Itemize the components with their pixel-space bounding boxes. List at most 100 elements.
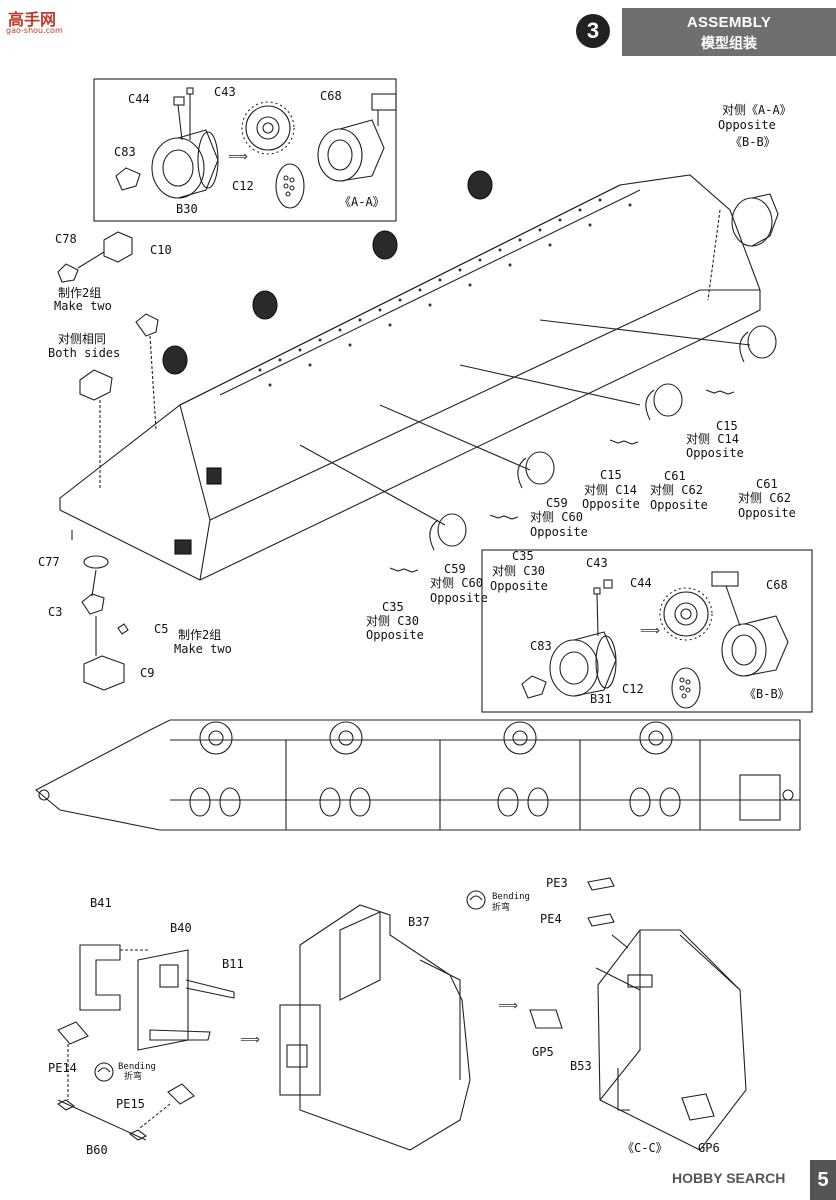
frame-b53 — [595, 929, 747, 1151]
step-number-badge: 3 — [576, 14, 610, 48]
bending-label-right-cn: 折弯 — [492, 903, 511, 913]
part-c44 — [173, 96, 185, 106]
inset-aa-frame — [93, 78, 397, 222]
link-chains — [389, 389, 735, 573]
note-opposite-aa-cn: 对侧《A-A》 — [722, 103, 792, 117]
site-url: gao-shou.com — [6, 26, 63, 35]
label-c9: C9 — [140, 666, 155, 680]
callout-c15-mid: C15 — [600, 468, 622, 482]
callout-c35-left-opp: 对侧 C30 — [366, 614, 419, 628]
label-c43: C43 — [214, 85, 236, 99]
callout-c15-right: C15 — [716, 419, 738, 433]
label-c3: C3 — [48, 605, 63, 619]
svg-text:⟹: ⟹ — [498, 998, 518, 1014]
callout-c59-left: C59 — [444, 562, 466, 576]
note-both-sides-en: Both sides — [48, 346, 121, 360]
header-title-en: ASSEMBLY — [686, 14, 772, 31]
callout-c59-left-opp: 对侧 C60 — [430, 576, 483, 590]
torsion-arms — [162, 170, 493, 555]
label-c44: C44 — [128, 92, 150, 106]
label-c10: C10 — [150, 243, 172, 257]
page-number: 5 — [810, 1160, 836, 1200]
label-b53: B53 — [570, 1059, 592, 1073]
label-c68-bb: C68 — [766, 578, 788, 592]
label-pe3: PE3 — [546, 876, 568, 890]
bracket-b41-b40 — [79, 944, 235, 1051]
callout-c35-right-opp: 对侧 C30 — [492, 564, 545, 578]
header-title-cn: 模型组装 — [701, 36, 757, 52]
label-c43-bb: C43 — [586, 556, 608, 570]
hub-b31 — [549, 579, 617, 697]
callout-c61-mid-opp-en: Opposite — [650, 498, 708, 512]
callout-c59-left-opp-en: Opposite — [430, 591, 488, 605]
label-c12: C12 — [232, 179, 254, 193]
label-c78: C78 — [55, 232, 77, 246]
bending-icon-left — [94, 1062, 114, 1082]
label-b11: B11 — [222, 957, 244, 971]
frame-b37 — [279, 904, 471, 1151]
svg-text:⟹: ⟹ — [240, 1032, 260, 1048]
wheel-face-aa — [241, 101, 295, 155]
inset-bb-frame — [481, 549, 813, 713]
part-pe14 — [57, 1021, 89, 1100]
label-b31: B31 — [590, 692, 612, 706]
label-b37: B37 — [408, 915, 430, 929]
note-make-two-en-1: Make two — [54, 299, 112, 313]
part-c12-bb — [671, 667, 701, 709]
callout-c35-left-opp-en: Opposite — [366, 628, 424, 642]
label-view-aa: 《A-A》 — [339, 195, 385, 209]
svg-text:⟹: ⟹ — [228, 149, 248, 165]
part-pe15 — [139, 1083, 195, 1129]
hub-opposite-aa — [707, 193, 779, 301]
part-c43 — [186, 87, 194, 95]
note-opposite-aa-en: Opposite — [718, 118, 776, 132]
hub-c61-b — [739, 325, 777, 363]
svg-text:⟹: ⟹ — [640, 623, 660, 639]
label-c12-bb: C12 — [622, 682, 644, 696]
part-c12 — [275, 163, 305, 209]
hull-side-view — [35, 719, 801, 831]
note-make-two-cn-2: 制作2组 — [178, 628, 222, 642]
label-c5: C5 — [154, 622, 169, 636]
hub-c59-b — [517, 451, 555, 489]
note-both-sides-cn: 对侧相同 — [58, 332, 107, 346]
part-pe4 — [587, 913, 615, 927]
note-opposite-bb: 《B-B》 — [730, 135, 776, 149]
hub-c59-a — [429, 513, 467, 551]
callout-c61-right-opp-en: Opposite — [738, 506, 796, 520]
part-c78 — [57, 263, 79, 283]
assembly-header: ASSEMBLY 模型组装 — [622, 8, 836, 56]
callout-c15-right-opp-en: Opposite — [686, 446, 744, 460]
label-b40: B40 — [170, 921, 192, 935]
callout-c35-left: C35 — [382, 600, 404, 614]
label-c68: C68 — [320, 89, 342, 103]
bending-icon-right — [466, 890, 486, 910]
callout-c61-mid-opp: 对侧 C62 — [650, 483, 703, 497]
bending-label-right-en: Bending — [492, 892, 530, 902]
label-c83-bb: C83 — [530, 639, 552, 653]
part-c83 — [115, 167, 141, 191]
hub-c61-a — [645, 383, 683, 421]
hub-assembled-bb — [711, 571, 789, 677]
label-c77: C77 — [38, 555, 60, 569]
subassembly-c77-c9 — [71, 530, 129, 691]
part-c10 — [103, 231, 133, 263]
label-view-cc: 《C-C》 — [622, 1141, 668, 1155]
wheel-face-bb — [659, 587, 713, 641]
callout-c59-right: C59 — [546, 496, 568, 510]
label-gp5: GP5 — [532, 1045, 554, 1059]
label-b60: B60 — [86, 1143, 108, 1157]
bending-label-left-en: Bending — [118, 1062, 156, 1072]
part-pe3 — [587, 877, 615, 891]
hub-assembled-aa — [317, 93, 397, 182]
part-arm-piece — [135, 313, 159, 337]
site-logo: 高手网 — [8, 10, 57, 29]
label-pe4: PE4 — [540, 912, 562, 926]
note-make-two-cn-1: 制作2组 — [58, 286, 102, 300]
callout-c59-right-opp: 对侧 C60 — [530, 510, 583, 524]
hull-chassis — [59, 174, 761, 581]
note-make-two-en-2: Make two — [174, 642, 232, 656]
part-c83-bb — [521, 675, 547, 699]
label-view-bb: 《B-B》 — [744, 687, 790, 701]
part-gp6 — [681, 1093, 715, 1121]
